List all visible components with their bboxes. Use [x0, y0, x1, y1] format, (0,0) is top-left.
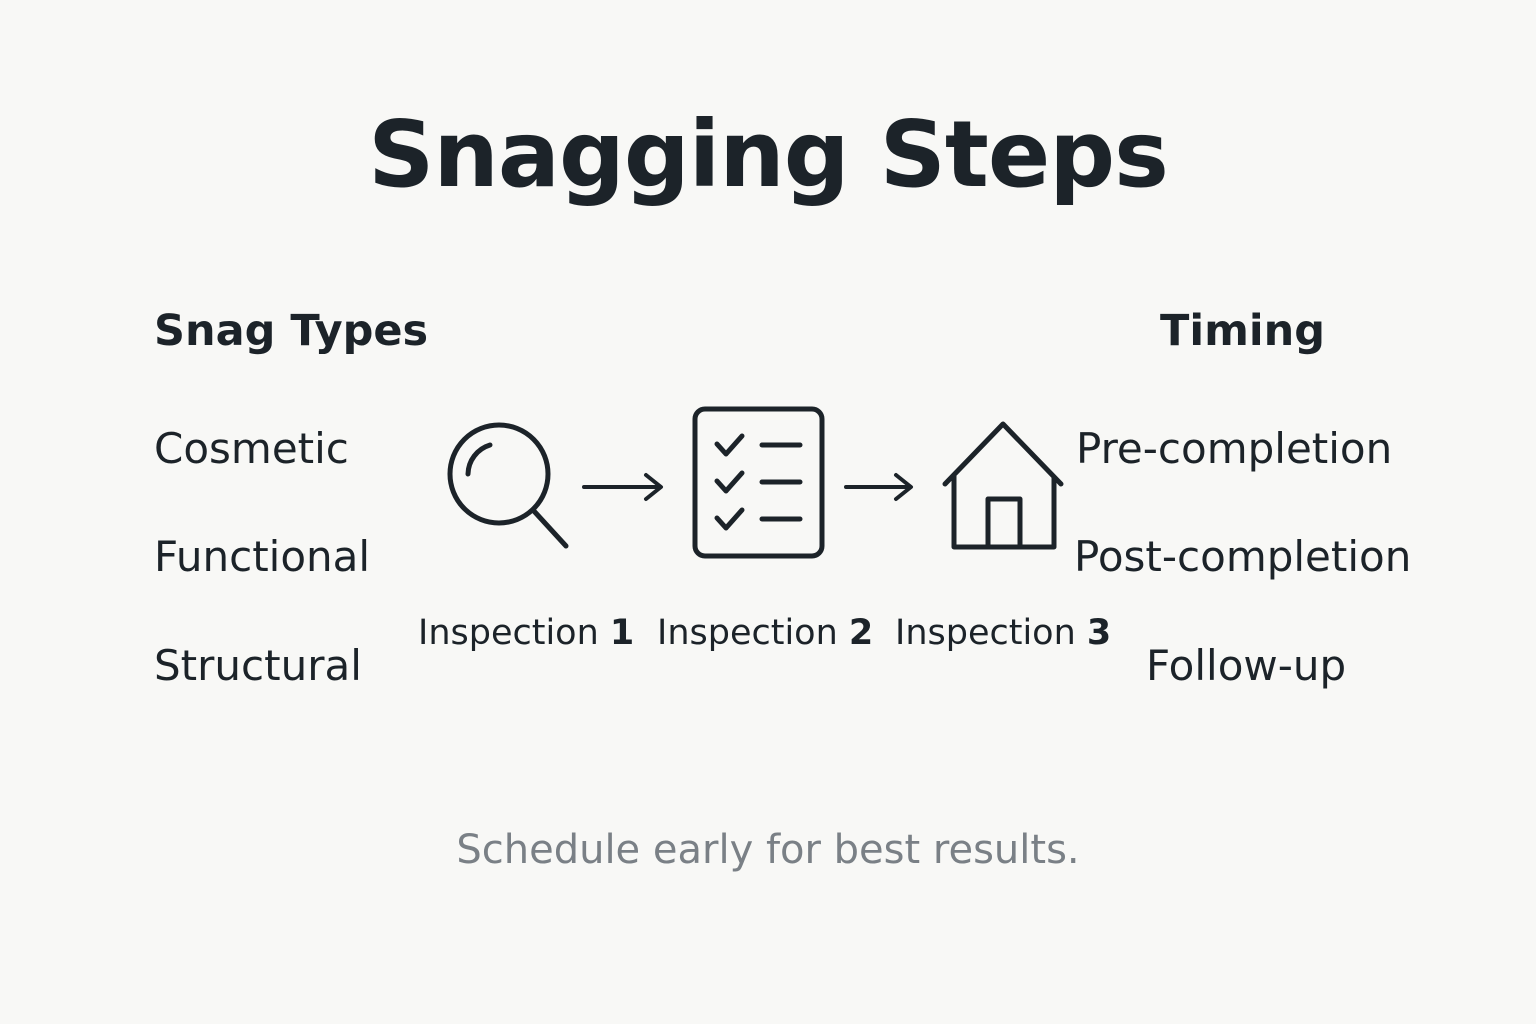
checklist-icon [692, 406, 825, 559]
timing-item: Post-completion [1074, 532, 1412, 581]
step-number: 3 [1086, 613, 1112, 653]
timing-item: Follow-up [1146, 641, 1347, 690]
step-label-inspection-1: Inspection 1 [418, 616, 634, 651]
timing-item: Pre-completion [1076, 424, 1393, 473]
snag-type-item: Structural [154, 641, 362, 690]
arrow-right-icon [844, 473, 913, 501]
timing-heading: Timing [1160, 306, 1326, 356]
step-label-text: Inspection [418, 613, 599, 653]
magnifying-glass-icon [447, 422, 569, 549]
step-number: 1 [609, 613, 635, 653]
step-label-inspection-2: Inspection 2 [657, 616, 873, 651]
step-label-text: Inspection [895, 613, 1076, 653]
snag-type-item: Cosmetic [154, 424, 349, 473]
snag-types-heading: Snag Types [154, 306, 429, 356]
page-title: Snagging Steps [368, 101, 1169, 208]
snag-type-item: Functional [154, 532, 371, 581]
step-label-text: Inspection [657, 613, 838, 653]
step-number: 2 [848, 613, 874, 653]
arrow-right-icon [582, 473, 663, 501]
footer-note: Schedule early for best results. [456, 827, 1080, 873]
house-icon [942, 421, 1064, 550]
step-label-inspection-3: Inspection 3 [895, 616, 1111, 651]
